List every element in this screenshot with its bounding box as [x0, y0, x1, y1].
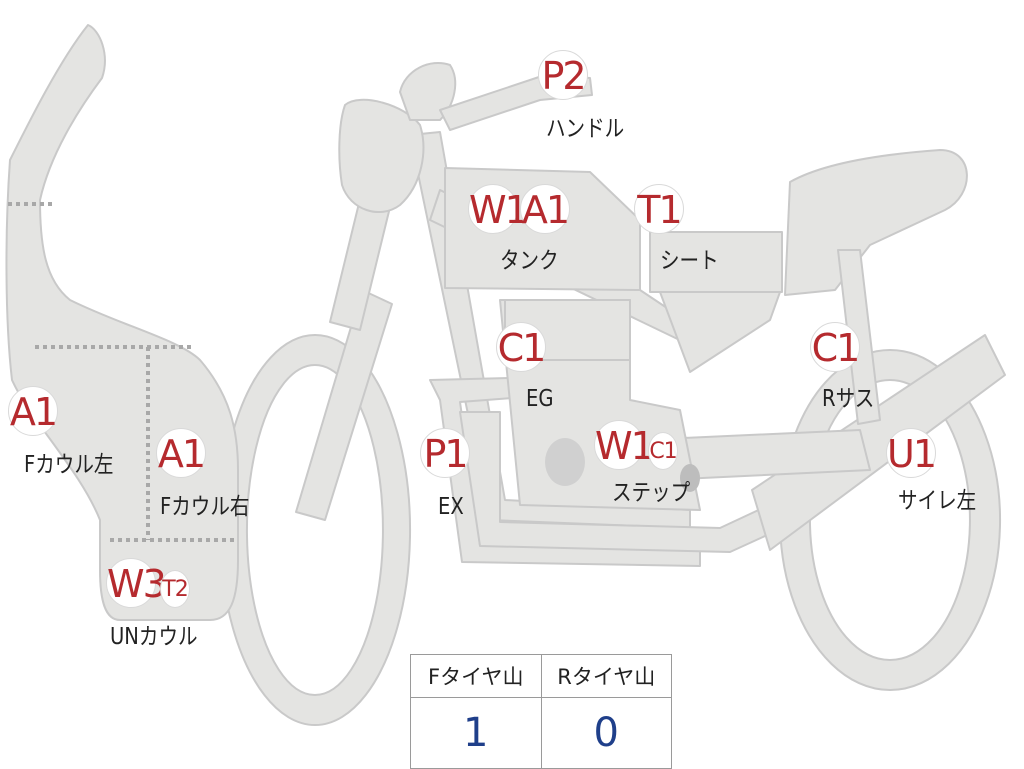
- label-step: ステップ: [612, 480, 691, 506]
- tire-table-value-row: 1 0: [410, 697, 672, 769]
- code-badge-step-1[interactable]: W1: [594, 420, 655, 470]
- label-tank: タンク: [500, 248, 559, 274]
- header-front-tire: Fタイヤ山: [410, 654, 542, 698]
- front-cowl: [5, 24, 239, 621]
- label-silencer-left: サイレ左: [898, 488, 977, 514]
- engine-hub: [545, 438, 585, 486]
- front-wheel: [219, 334, 412, 726]
- code-badge-f-cowl-right-1[interactable]: A1: [156, 428, 206, 478]
- header-rear-tire: Rタイヤ山: [540, 654, 672, 698]
- code-badge-exhaust-1[interactable]: P1: [420, 428, 470, 478]
- tire-tread-table: Fタイヤ山 Rタイヤ山 1 0: [410, 654, 672, 769]
- value-rear-tire[interactable]: 0: [540, 697, 672, 769]
- code-badge-f-cowl-left-1[interactable]: A1: [8, 386, 58, 436]
- code-badge-engine-1[interactable]: C1: [496, 322, 546, 372]
- code-badge-un-cowl-1[interactable]: W3: [106, 558, 167, 608]
- label-handle: ハンドル: [546, 116, 625, 142]
- code-badge-seat-1[interactable]: T1: [634, 184, 684, 234]
- code-badge-step-2[interactable]: C1: [648, 432, 678, 470]
- silencer: [751, 334, 1006, 551]
- code-badge-rear-suspension-1[interactable]: C1: [810, 322, 860, 372]
- step-peg: [680, 464, 700, 492]
- label-f-cowl-left: Fカウル左: [24, 452, 114, 478]
- code-badge-un-cowl-2[interactable]: T2: [160, 570, 190, 608]
- label-exhaust: EX: [438, 494, 464, 520]
- front-fork: [295, 289, 393, 521]
- code-badge-tank-1[interactable]: W1: [468, 184, 529, 234]
- rear-cowl: [784, 149, 968, 296]
- headlight: [338, 98, 425, 214]
- seat-shape: [649, 231, 783, 293]
- label-rear-suspension: Rサス: [822, 386, 875, 412]
- value-front-tire[interactable]: 1: [410, 697, 542, 769]
- label-seat: シート: [660, 248, 719, 274]
- label-un-cowl: UNカウル: [110, 624, 198, 650]
- code-badge-tank-2[interactable]: A1: [520, 184, 570, 234]
- label-engine: EG: [526, 386, 554, 412]
- cowl-panel-lines: [8, 202, 235, 542]
- label-f-cowl-right: Fカウル右: [160, 494, 250, 520]
- tire-table-header-row: Fタイヤ山 Rタイヤ山: [410, 654, 672, 698]
- code-badge-handle-1[interactable]: P2: [538, 50, 588, 100]
- code-badge-silencer-left-1[interactable]: U1: [886, 428, 937, 478]
